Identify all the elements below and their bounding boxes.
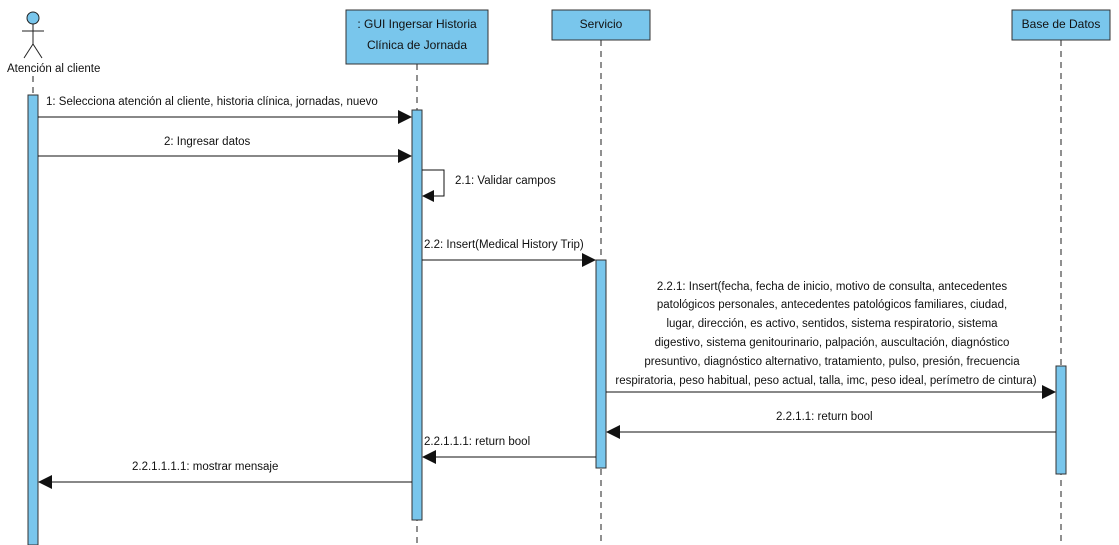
gui-lifeline-box[interactable]: : GUI Ingersar Historia Clínica de Jorna… (345, 9, 489, 65)
actor-activation (27, 94, 39, 545)
message-2-1-self[interactable] (422, 169, 445, 202)
message-2-2-1-1-label: 2.2.1.1: return bool (776, 411, 873, 423)
message-2-2[interactable] (422, 253, 596, 267)
message-2-1-label: 2.1: Validar campos (455, 175, 556, 187)
message-2-2-1-line-4: digestivo, sistema genitourinario, palpa… (655, 337, 1010, 349)
message-2-2-1-line-1: 2.2.1: Insert(fecha, fecha de inicio, mo… (657, 281, 1008, 293)
actor-stick-figure[interactable] (22, 11, 44, 59)
message-2-2-1-line-5: presuntivo, diagnóstico alternativo, tra… (644, 356, 1020, 368)
servicio-lifeline-box[interactable]: Servicio (551, 9, 651, 41)
bd-title: Base de Datos (1022, 17, 1101, 31)
message-2-2-1-1[interactable] (606, 425, 1056, 439)
bd-activation (1055, 365, 1067, 475)
message-2-2-label: 2.2: Insert(Medical History Trip) (424, 239, 584, 251)
message-2-2-1-1-1-1-label: 2.2.1.1.1.1: mostrar mensaje (132, 461, 278, 473)
message-2-2-1-line-6: respiratoria, peso habitual, peso actual… (615, 375, 1036, 387)
message-2-2-1[interactable] (606, 385, 1056, 399)
gui-title-line-2: Clínica de Jornada (367, 38, 467, 52)
message-2-2-1-1-1-label: 2.2.1.1.1: return bool (424, 436, 530, 448)
message-2-2-1-line-3: lugar, dirección, es activo, sentidos, s… (666, 318, 998, 330)
gui-activation (411, 109, 423, 521)
bd-lifeline-box[interactable]: Base de Datos (1011, 9, 1111, 41)
actor-label: Atención al cliente (7, 63, 100, 75)
message-1[interactable] (38, 110, 412, 124)
message-2-2-1-line-2: patológicos personales, antecedentes pat… (657, 299, 1007, 311)
message-1-label: 1: Selecciona atención al cliente, histo… (46, 96, 378, 108)
message-2-2-1-1-1-1[interactable] (38, 475, 412, 489)
servicio-activation (595, 259, 607, 469)
message-2-label: 2: Ingresar datos (164, 136, 251, 148)
message-2-2-1-1-1[interactable] (422, 450, 596, 464)
message-2[interactable] (38, 149, 412, 163)
servicio-title: Servicio (580, 17, 623, 31)
gui-title-line-1: : GUI Ingersar Historia (357, 17, 477, 31)
